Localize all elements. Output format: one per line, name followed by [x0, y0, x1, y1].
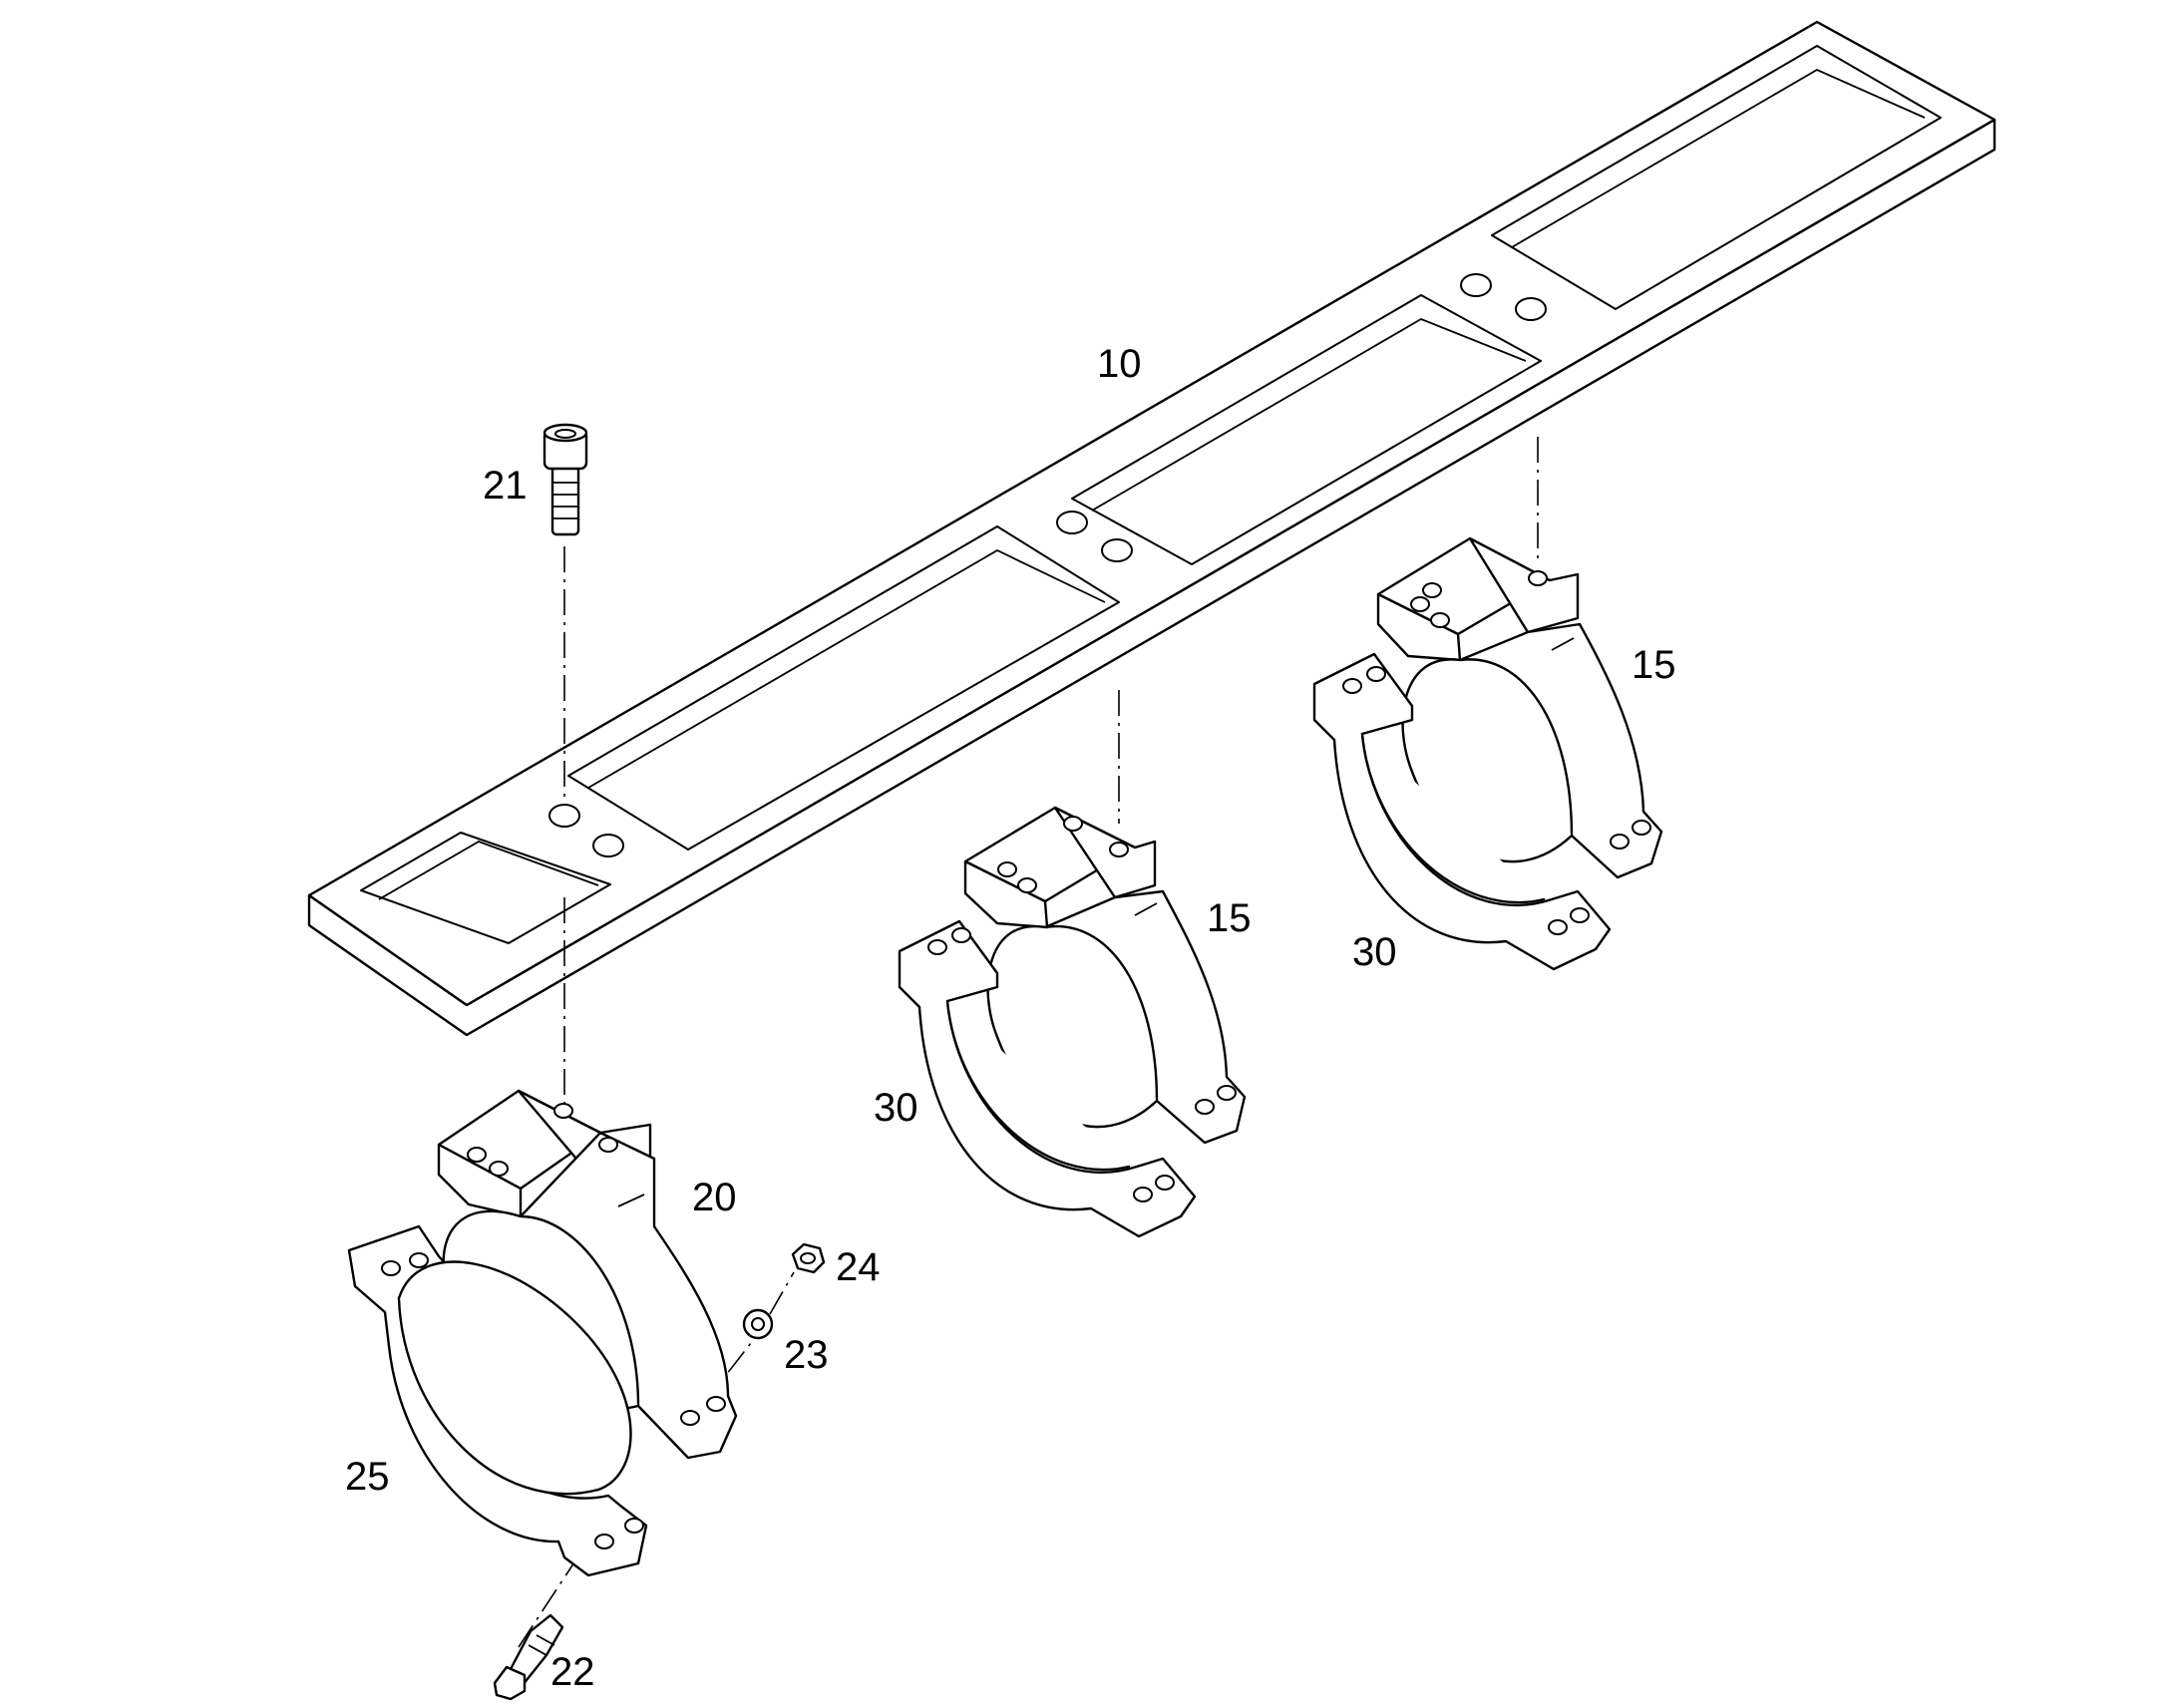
- callout-25: 25: [345, 1455, 390, 1499]
- frame-hole: [1101, 538, 1133, 562]
- frame-hole: [592, 834, 624, 857]
- callout-21: 21: [483, 464, 528, 508]
- frame-hole: [1056, 511, 1088, 534]
- nut-part-24: [791, 1242, 826, 1274]
- callout-10: 10: [1097, 342, 1142, 386]
- callout-22: 22: [550, 1650, 595, 1694]
- washer-part-23: [742, 1308, 774, 1340]
- callout-30-right: 30: [1352, 930, 1397, 974]
- frame-hole: [1460, 273, 1492, 297]
- frame-hole: [1515, 297, 1547, 321]
- callout-24: 24: [836, 1245, 881, 1289]
- bolt-part-22: [493, 1613, 564, 1701]
- frame-pocket-1: [360, 832, 611, 944]
- frame-part-10: [307, 20, 1997, 1037]
- frame-pocket-2: [567, 525, 1120, 851]
- frame-hole: [548, 804, 580, 828]
- callout-23: 23: [784, 1333, 829, 1377]
- callout-15-middle: 15: [1207, 896, 1252, 940]
- callout-30-middle: 30: [874, 1086, 918, 1130]
- lower-half-part-30-right: [1312, 652, 1612, 971]
- callout-20: 20: [692, 1176, 737, 1219]
- frame-pocket-3: [1071, 294, 1542, 565]
- bolt-part-21: [543, 423, 588, 536]
- lower-half-part-25: [347, 1224, 648, 1577]
- lower-half-part-30-middle: [898, 919, 1197, 1238]
- callout-15-right: 15: [1632, 643, 1676, 687]
- frame-pocket-4: [1491, 45, 1942, 310]
